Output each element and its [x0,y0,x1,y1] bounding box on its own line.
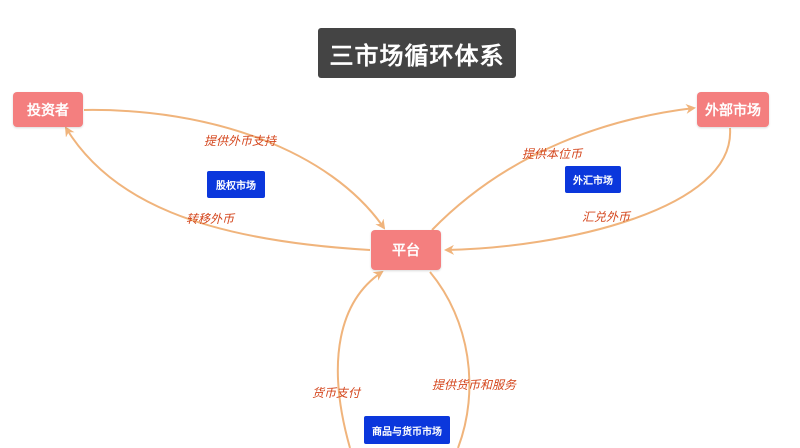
edge-label-provide-fx-support: 提供外币支持 [204,134,277,148]
market-equity: 股权市场 [207,171,265,198]
edge-label-transfer-fx: 转移外币 [186,212,235,226]
edge-label-currency-payment: 货币支付 [312,386,361,400]
arrow-platform-to-external [431,103,696,231]
market-forex: 外汇市场 [565,166,621,193]
market-goods-currency: 商品与货币市场 [364,416,450,444]
arrow-investor-to-platform [83,108,386,230]
node-investor: 投资者 [13,92,83,127]
node-platform: 平台 [371,230,441,270]
arrow-external-to-platform [444,127,732,255]
edge-label-provide-local-currency: 提供本位币 [522,147,583,161]
edge-label-exchange-fx: 汇兑外币 [582,210,631,224]
arrow-goods-to-platform [336,270,384,448]
diagram-title: 三市场循环体系 [318,28,516,78]
edge-label-provide-currency-services: 提供货币和服务 [432,378,517,392]
arrow-platform-to-investor [64,126,371,251]
arrow-platform-to-goods [429,271,471,448]
node-external-market: 外部市场 [697,92,769,127]
